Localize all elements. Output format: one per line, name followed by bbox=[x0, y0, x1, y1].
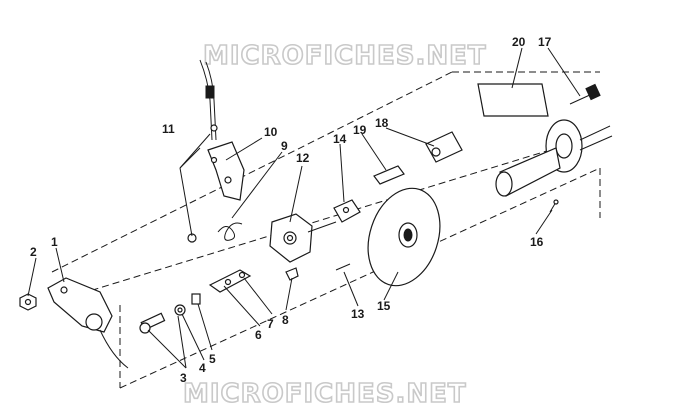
hub-assembly-part bbox=[495, 119, 613, 197]
callout-1: 1 bbox=[51, 235, 58, 249]
callout-18: 18 bbox=[375, 116, 389, 130]
assembly-outline bbox=[51, 71, 601, 389]
callout-2: 2 bbox=[30, 245, 37, 259]
sheave-disc-part bbox=[367, 187, 441, 287]
callout-13: 13 bbox=[351, 307, 365, 321]
spacer-block-part bbox=[373, 165, 405, 185]
nut-part bbox=[19, 293, 37, 311]
decal-part bbox=[477, 83, 549, 117]
callout-8: 8 bbox=[282, 313, 289, 327]
callout-7: 7 bbox=[267, 317, 274, 331]
clip-part bbox=[285, 267, 299, 281]
hub-bolt-part bbox=[569, 83, 601, 105]
bracket-part bbox=[47, 277, 129, 369]
callout-15: 15 bbox=[377, 299, 391, 313]
callout-9: 9 bbox=[281, 139, 288, 153]
callout-5: 5 bbox=[209, 352, 216, 366]
callout-11: 11 bbox=[162, 122, 175, 136]
watermark-bottom: MICROFICHES.NET bbox=[183, 379, 467, 409]
spring-part bbox=[217, 222, 243, 241]
bolt-part bbox=[139, 312, 166, 334]
block-part bbox=[333, 199, 361, 223]
actuator-part bbox=[269, 213, 337, 263]
bushing-part bbox=[425, 131, 463, 163]
washer-part bbox=[174, 293, 201, 316]
callout-16: 16 bbox=[530, 235, 544, 249]
callout-14: 14 bbox=[333, 132, 347, 146]
cable-bracket-part bbox=[207, 141, 245, 201]
screw-part bbox=[549, 199, 559, 213]
callout-19: 19 bbox=[353, 123, 367, 137]
callout-3: 3 bbox=[180, 371, 187, 385]
callout-20: 20 bbox=[512, 35, 526, 49]
callout-6: 6 bbox=[255, 328, 262, 342]
link-plate-part bbox=[208, 269, 252, 293]
callout-17: 17 bbox=[538, 35, 552, 49]
callout-10: 10 bbox=[264, 125, 278, 139]
callout-labels: 1 2 3 4 5 6 7 8 9 10 11 12 13 14 15 16 1… bbox=[30, 35, 552, 385]
pin-part bbox=[335, 263, 351, 271]
leader-lines bbox=[27, 47, 581, 369]
callout-12: 12 bbox=[296, 151, 310, 165]
watermark-top: MICROFICHES.NET bbox=[203, 41, 487, 71]
callout-4: 4 bbox=[199, 361, 206, 375]
